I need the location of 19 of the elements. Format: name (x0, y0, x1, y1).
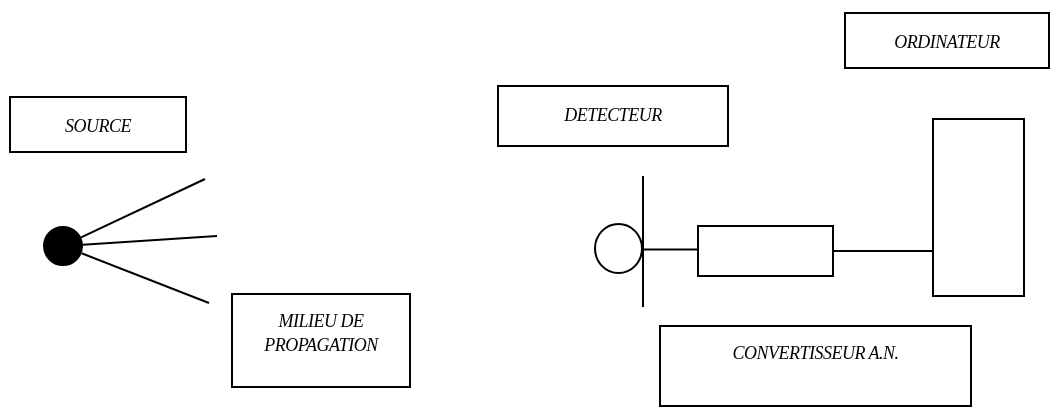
label-text: ORDINATEUR (894, 31, 1000, 54)
label-box (844, 12, 1050, 69)
label-text: MILIEU DE PROPAGATION (263, 310, 380, 357)
label-box (659, 325, 972, 407)
label-text: DETECTEUR (564, 104, 662, 127)
computer-box (932, 118, 1025, 297)
converter-box (697, 225, 834, 277)
label-box (9, 96, 187, 153)
detector-circle (594, 223, 643, 274)
label-box (231, 293, 411, 388)
connector-line (642, 248, 698, 251)
label-text: CONVERTISSEUR A.N. (732, 342, 899, 365)
ray-line (81, 235, 218, 246)
ray-line (80, 252, 210, 304)
label-text: SOURCE (65, 115, 131, 138)
ray-line (80, 178, 206, 239)
label-box (497, 85, 729, 147)
source-dot (43, 226, 83, 266)
connector-line (833, 250, 933, 252)
